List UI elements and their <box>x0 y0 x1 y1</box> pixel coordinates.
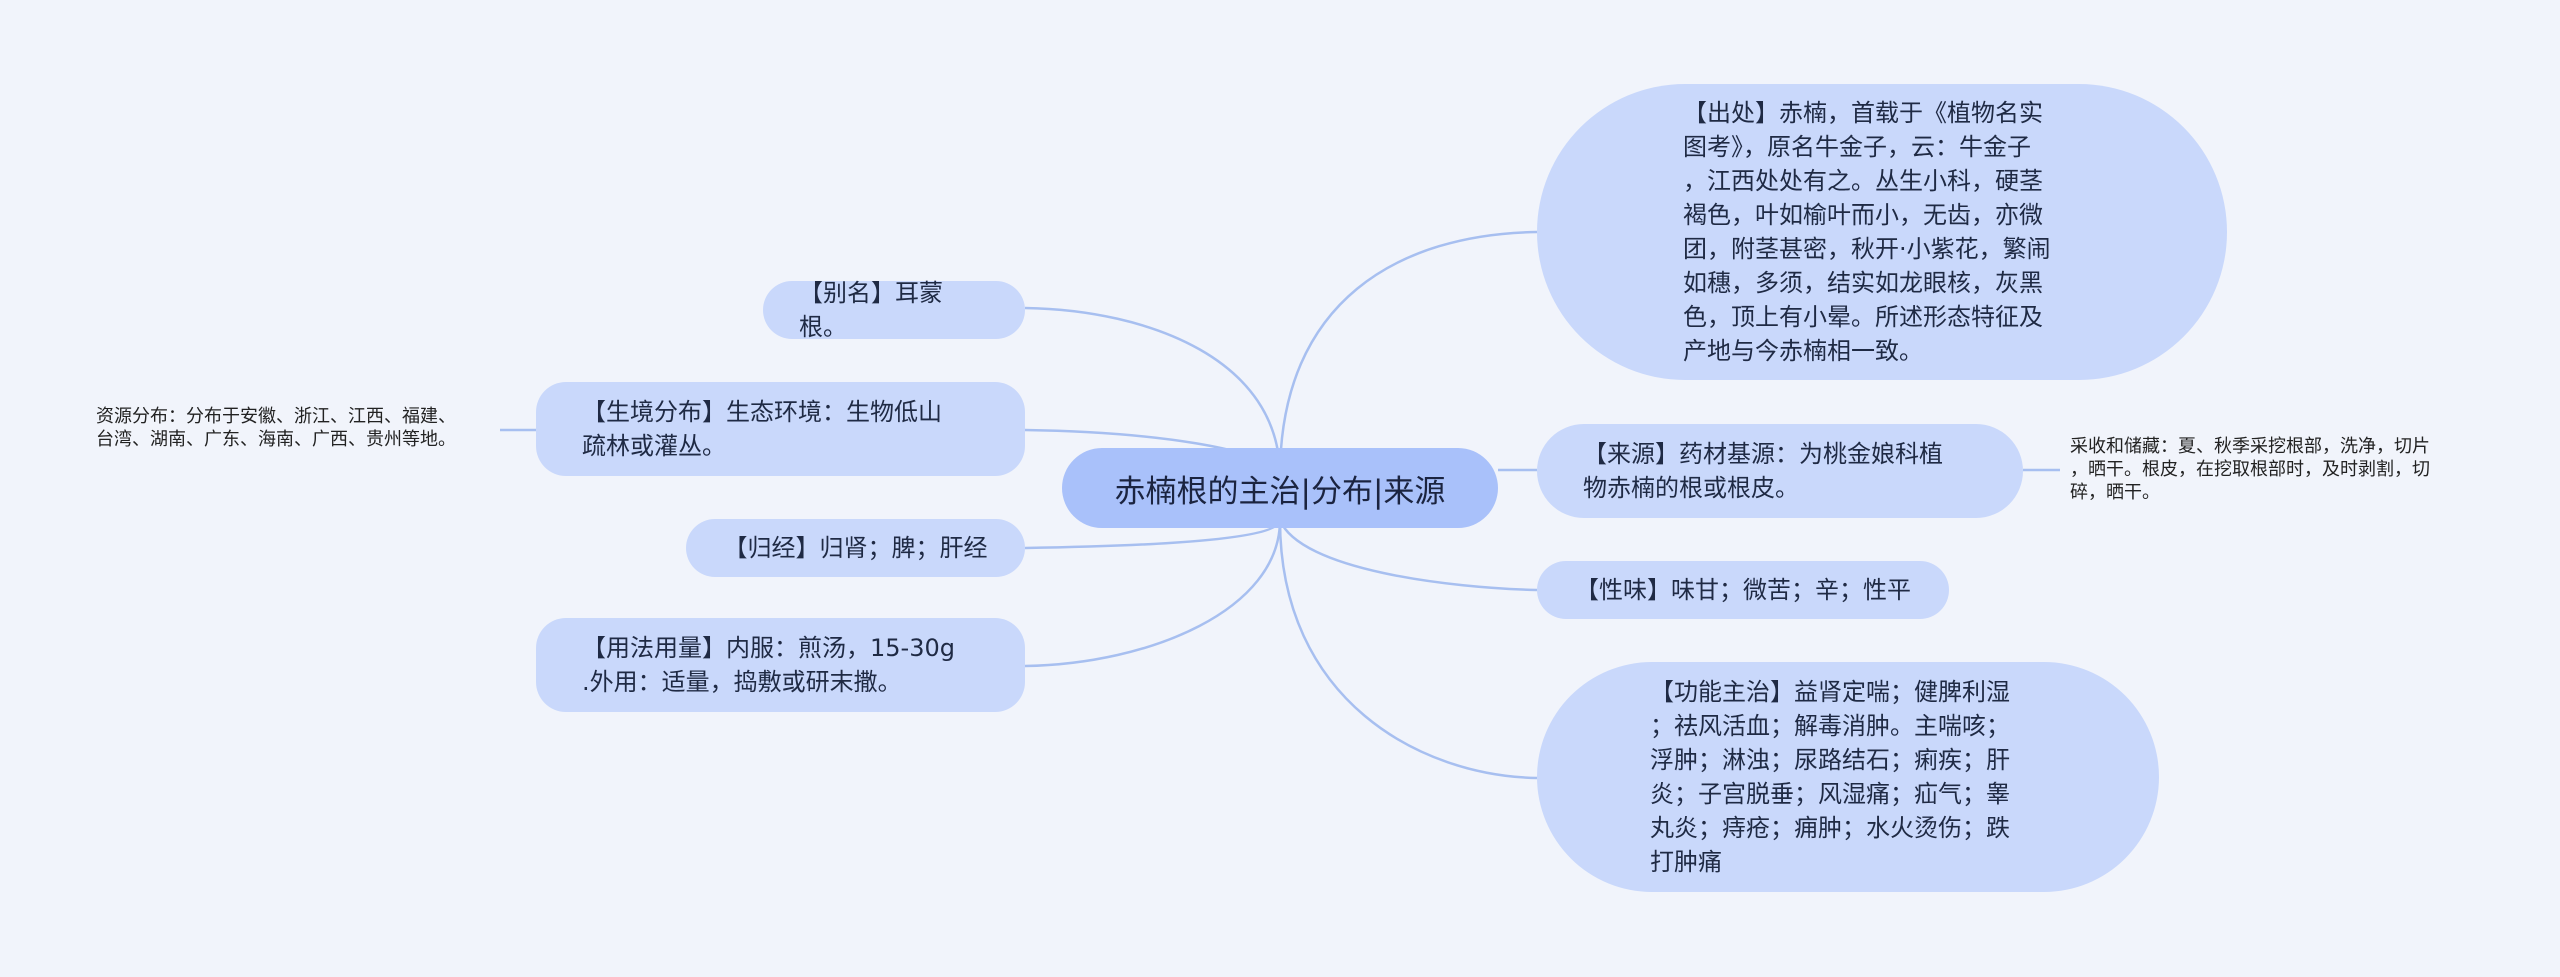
link-alias <box>1024 306 1282 477</box>
node-source-text: 【来源】药材基源：为桃金娘科植 物赤楠的根或根皮。 <box>1583 440 1943 502</box>
central-topic[interactable]: 赤楠根的主治|分布|来源 <box>1062 448 1498 528</box>
node-meridian-text: 【归经】归肾；脾；肝经 <box>723 534 988 562</box>
node-origin[interactable]: 【出处】赤楠，首载于《植物名实 图考》，原名牛金子，云：牛金子 ，江西处处有之。… <box>1537 84 2227 380</box>
node-origin-text: 【出处】赤楠，首载于《植物名实 图考》，原名牛金子，云：牛金子 ，江西处处有之。… <box>1683 99 2051 365</box>
link-function <box>1278 519 1538 780</box>
link-dosage <box>1024 519 1282 668</box>
node-habitat-text: 【生境分布】生态环境：生物低山 疏林或灌丛。 <box>582 398 942 460</box>
node-taste-text: 【性味】味甘；微苦；辛；性平 <box>1575 576 1911 604</box>
link-origin <box>1278 230 1538 477</box>
node-dosage-text: 【用法用量】内服：煎汤，15-30g .外用：适量，捣敷或研末撒。 <box>582 634 955 696</box>
node-alias[interactable]: 【别名】耳蒙根。 <box>763 279 1025 341</box>
leaf-harvest[interactable]: 采收和储藏：夏、秋季采挖根部，洗净，切片 ，晒干。根皮，在挖取根部时，及时剥割，… <box>2070 436 2430 503</box>
node-meridian[interactable]: 【归经】归肾；脾；肝经 <box>686 519 1025 577</box>
node-dosage[interactable]: 【用法用量】内服：煎汤，15-30g .外用：适量，捣敷或研末撒。 <box>536 618 1025 712</box>
link-taste <box>1278 519 1538 592</box>
node-taste[interactable]: 【性味】味甘；微苦；辛；性平 <box>1537 561 1949 619</box>
node-alias-text: 【别名】耳蒙根。 <box>799 279 943 341</box>
node-source[interactable]: 【来源】药材基源：为桃金娘科植 物赤楠的根或根皮。 <box>1537 424 2023 518</box>
node-function[interactable]: 【功能主治】益肾定喘；健脾利湿 ；祛风活血；解毒消肿。主喘咳； 浮肿；淋浊；尿路… <box>1537 662 2159 892</box>
leaf-distribution[interactable]: 资源分布：分布于安徽、浙江、江西、福建、 台湾、湖南、广东、海南、广西、贵州等地… <box>96 406 456 450</box>
node-function-text: 【功能主治】益肾定喘；健脾利湿 ；祛风活血；解毒消肿。主喘咳； 浮肿；淋浊；尿路… <box>1650 678 2010 876</box>
central-topic-label: 赤楠根的主治|分布|来源 <box>1114 473 1446 510</box>
node-habitat[interactable]: 【生境分布】生态环境：生物低山 疏林或灌丛。 <box>536 382 1025 476</box>
